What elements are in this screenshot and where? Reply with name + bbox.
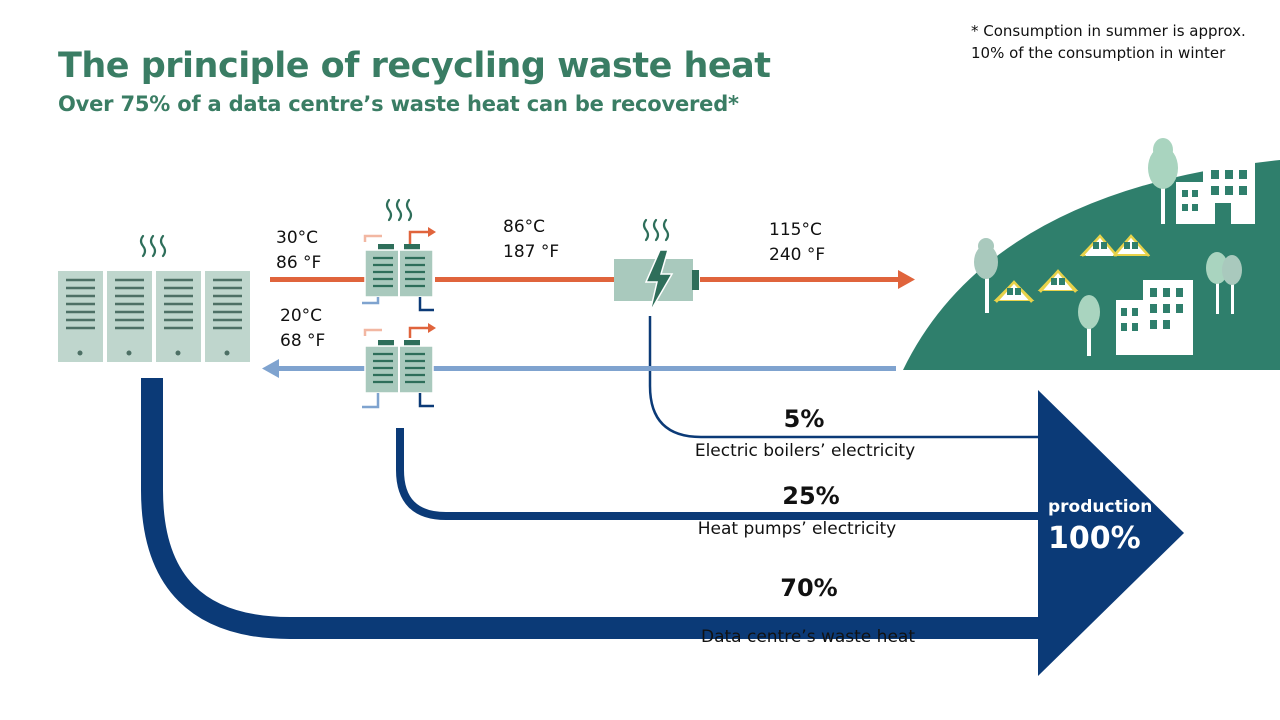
- heat-pump-icon: [362, 227, 436, 409]
- production-label: production: [1048, 497, 1153, 517]
- cold-pipe: [262, 359, 896, 378]
- return-celsius: 20°C: [280, 306, 323, 326]
- boiler-outlet-celsius: 115°C: [769, 220, 822, 240]
- boiler-electricity-flow: [648, 316, 1045, 439]
- production-arrow: [1038, 390, 1184, 676]
- boiler-outlet-temperature: 115°C 240 °F: [769, 218, 825, 268]
- server-outlet-temperature: 30°C 86 °F: [276, 226, 321, 276]
- return-fahrenheit: 68 °F: [280, 331, 326, 351]
- waste-heat-percent: 70%: [780, 574, 838, 602]
- city-icon: [903, 138, 1280, 370]
- footnote-line-1: * Consumption in summer is approx.: [971, 22, 1246, 40]
- hot-pipe-arrowhead: [898, 270, 915, 289]
- heat-pump-outlet-fahrenheit: 187 °F: [503, 242, 560, 262]
- energy-flows: [141, 316, 1184, 676]
- page-title: The principle of recycling waste heat: [58, 46, 771, 86]
- production-value: 100%: [1048, 521, 1141, 556]
- electric-boiler-icon: [614, 249, 699, 313]
- heat-pump-outlet-celsius: 86°C: [503, 217, 546, 237]
- return-temperature: 20°C 68 °F: [280, 304, 325, 354]
- heat-wave-icon: [139, 198, 670, 258]
- waste-heat-flow: [141, 378, 1045, 639]
- heat-pump-electricity-label: Heat pumps’ electricity: [697, 519, 897, 539]
- heat-pump-electricity-flow: [396, 428, 1045, 520]
- footnote: * Consumption in summer is approx. 10% o…: [971, 20, 1246, 64]
- cold-pipe-arrowhead: [262, 359, 279, 378]
- boiler-electricity-label: Electric boilers’ electricity: [694, 441, 916, 461]
- page-subtitle: Over 75% of a data centre’s waste heat c…: [58, 92, 739, 116]
- heat-pump-electricity-percent: 25%: [782, 482, 840, 510]
- waste-heat-label: Data centre’s waste heat: [700, 627, 915, 647]
- production-total: production 100%: [1048, 497, 1152, 556]
- boiler-electricity-percent: 5%: [783, 405, 825, 433]
- hot-pipes: [270, 270, 915, 289]
- footnote-line-2: 10% of the consumption in winter: [971, 44, 1226, 62]
- heat-pump-outlet-temperature: 86°C 187 °F: [503, 215, 559, 265]
- server-outlet-fahrenheit: 86 °F: [276, 253, 322, 273]
- server-outlet-celsius: 30°C: [276, 228, 319, 248]
- server-rack-icon: [56, 269, 252, 364]
- boiler-outlet-fahrenheit: 240 °F: [769, 245, 826, 265]
